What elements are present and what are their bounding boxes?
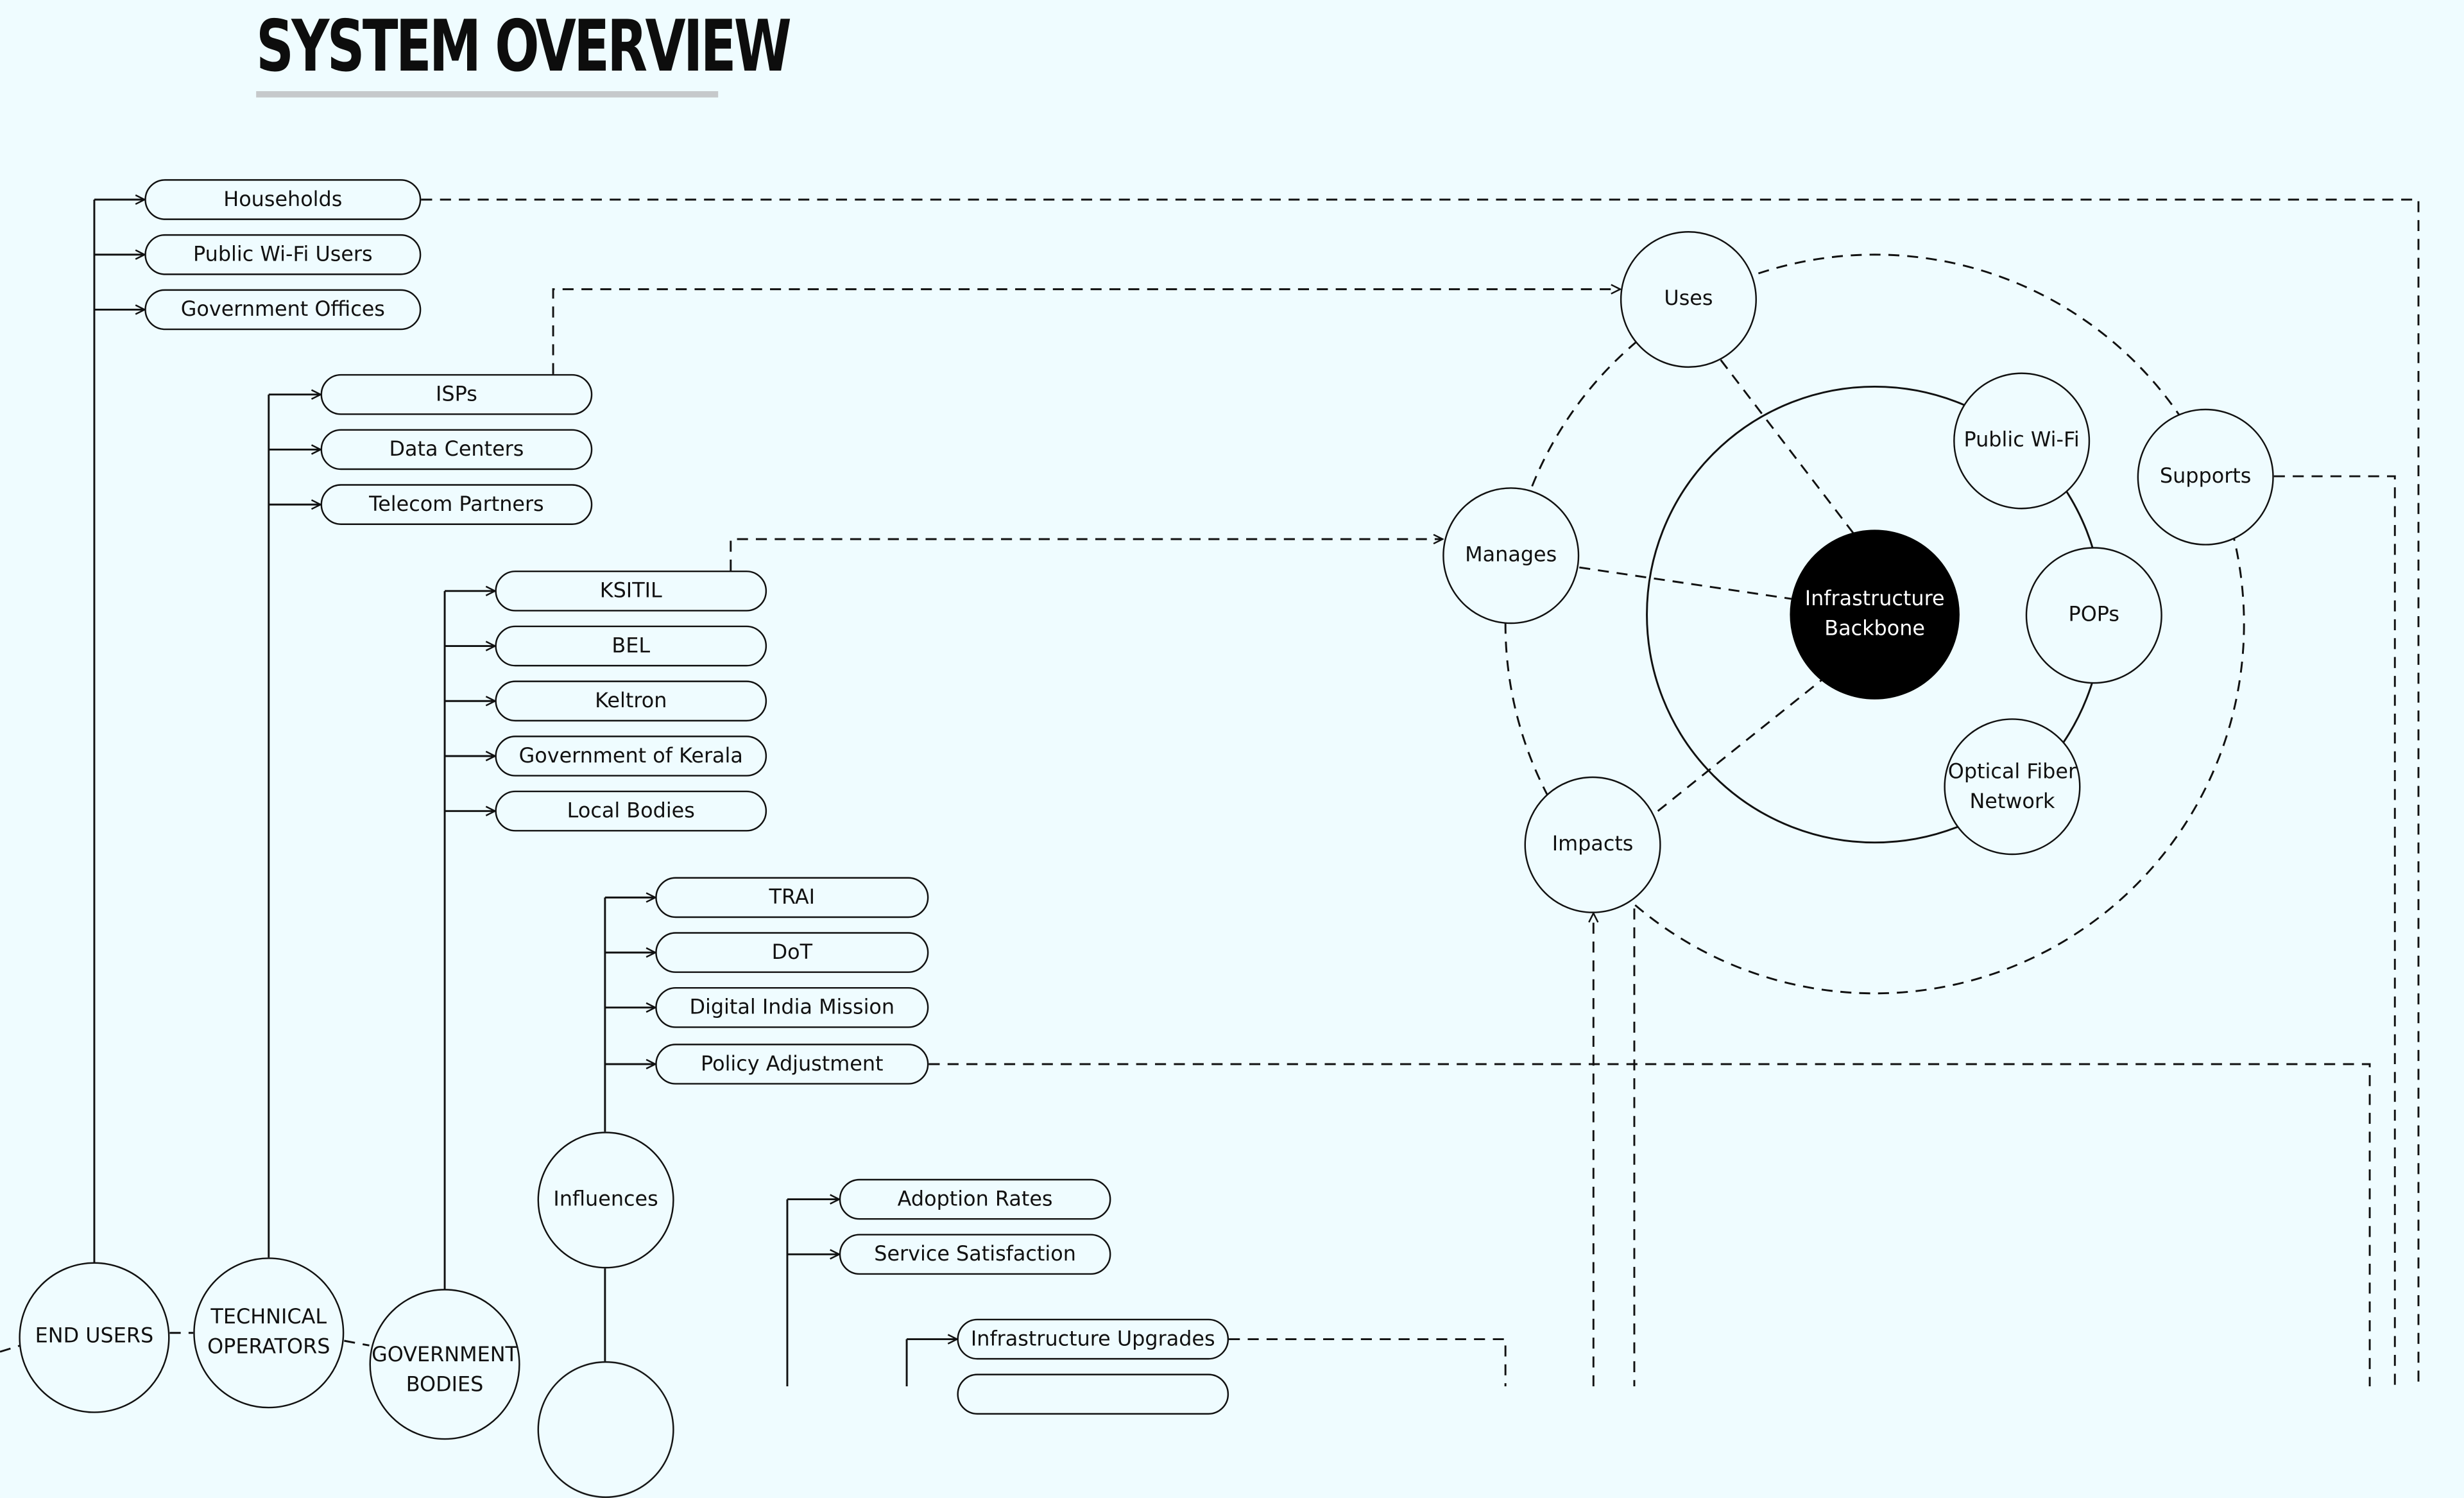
category-government-bodies-line2: BODIES <box>406 1373 484 1398</box>
hub-infrastructure-backbone[interactable]: Infrastructure Backbone <box>1790 529 1960 700</box>
node-ksitil[interactable]: KSITIL <box>495 570 767 612</box>
connector-layer <box>0 0 2420 1387</box>
node-service-satisfaction[interactable]: Service Satisfaction <box>839 1234 1111 1275</box>
hub-manages[interactable]: Manages <box>1442 487 1580 624</box>
outer-ring <box>1504 254 2245 995</box>
ksitil-to-manages <box>730 539 1442 571</box>
supports-feed <box>2273 475 2396 1387</box>
policy-feed <box>928 1063 2371 1387</box>
node-public-wifi-users[interactable]: Public Wi-Fi Users <box>144 234 422 275</box>
households-feed <box>421 198 2420 1387</box>
category-influences[interactable]: Influences <box>537 1132 674 1269</box>
node-dot[interactable]: DoT <box>655 932 929 973</box>
hub-center-line1: Infrastructure <box>1804 587 1945 612</box>
node-keltron[interactable]: Keltron <box>495 680 767 722</box>
node-local-bodies[interactable]: Local Bodies <box>495 790 767 832</box>
node-infrastructure-upgrades[interactable]: Infrastructure Upgrades <box>957 1318 1229 1360</box>
hub-center-line2: Backbone <box>1824 617 1926 642</box>
upgrades-feed <box>1229 1338 1507 1387</box>
node-trai[interactable]: TRAI <box>655 877 929 918</box>
hub-uses[interactable]: Uses <box>1620 231 1757 368</box>
node-government-offices[interactable]: Government Offices <box>144 289 422 331</box>
node-feedback-item-cropped[interactable] <box>957 1373 1229 1415</box>
node-data-centers[interactable]: Data Centers <box>320 429 593 470</box>
category-end-users[interactable]: END USERS <box>19 1262 170 1413</box>
category-technical-operators[interactable]: TECHNICAL OPERATORS <box>193 1257 345 1409</box>
node-digital-india-mission[interactable]: Digital India Mission <box>655 986 929 1028</box>
node-government-of-kerala[interactable]: Government of Kerala <box>495 736 767 777</box>
category-technical-operators-line1: TECHNICAL <box>210 1306 327 1330</box>
isps-to-uses <box>552 289 1620 374</box>
category-technical-operators-line2: OPERATORS <box>207 1336 330 1360</box>
node-bel[interactable]: BEL <box>495 625 767 667</box>
hub-optical-line2: Network <box>1969 789 2055 814</box>
category-government-bodies-line1: GOVERNMENT <box>372 1343 518 1368</box>
node-policy-adjustment[interactable]: Policy Adjustment <box>655 1044 929 1085</box>
title-underline <box>256 91 719 98</box>
node-isps[interactable]: ISPs <box>320 374 593 415</box>
node-adoption-rates[interactable]: Adoption Rates <box>839 1178 1111 1220</box>
node-telecom-partners[interactable]: Telecom Partners <box>320 484 593 525</box>
category-circle-cropped[interactable] <box>537 1361 674 1498</box>
hub-supports[interactable]: Supports <box>2137 408 2274 546</box>
category-end-users-label: END USERS <box>35 1325 154 1349</box>
category-government-bodies[interactable]: GOVERNMENT BODIES <box>369 1289 520 1440</box>
hub-optical-fiber-network[interactable]: Optical Fiber Network <box>1944 718 2081 856</box>
hub-impacts[interactable]: Impacts <box>1524 776 1661 913</box>
hub-pops[interactable]: POPs <box>2025 547 2162 684</box>
hub-optical-line1: Optical Fiber <box>1947 760 2077 784</box>
hub-public-wifi[interactable]: Public Wi-Fi <box>1953 372 2091 510</box>
page-title: SYSTEM OVERVIEW <box>256 4 792 89</box>
node-households[interactable]: Households <box>144 179 422 220</box>
